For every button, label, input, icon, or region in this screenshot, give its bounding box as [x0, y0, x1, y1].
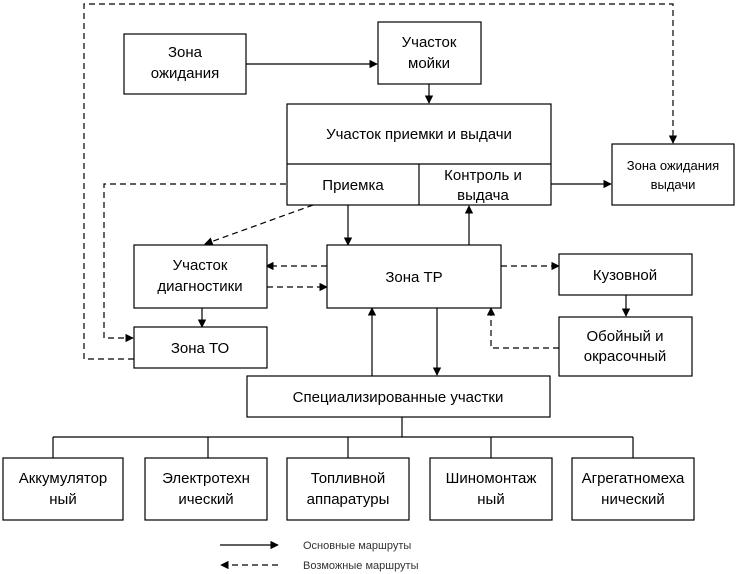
node-specialized: Специализированные участки — [246, 375, 551, 418]
node-upholstery-paint: Обойный и окрасочный — [558, 316, 693, 377]
svg-text:Шиномонтаж: Шиномонтаж — [446, 470, 537, 487]
node-washing: Участок мойки — [377, 21, 482, 85]
arrow-reception-to-diagnostics — [204, 204, 314, 246]
legend-possible-label: Возможные маршруты — [303, 560, 419, 572]
arrow-reception-to-to — [103, 183, 286, 343]
svg-text:Зона: Зона — [168, 44, 203, 61]
svg-text:Участок: Участок — [173, 257, 228, 274]
node-tr-zone: Зона ТР — [326, 244, 502, 309]
legend-main-label: Основные маршруты — [303, 540, 411, 552]
svg-text:Специализированные участки: Специализированные участки — [293, 389, 504, 406]
svg-text:ный: ный — [49, 491, 76, 508]
node-fuel: Топливной аппаратуры — [286, 457, 410, 521]
node-reception-issue: Участок приемки и выдачи — [286, 103, 552, 206]
svg-text:Участок: Участок — [402, 34, 457, 51]
svg-text:мойки: мойки — [408, 55, 450, 72]
svg-text:Аккумулятор: Аккумулятор — [19, 470, 108, 487]
svg-text:Агрегатномеха: Агрегатномеха — [582, 470, 685, 487]
node-tire: Шиномонтаж ный — [429, 457, 553, 521]
svg-text:Зона ТР: Зона ТР — [385, 269, 442, 286]
node-reception: Приемка — [322, 177, 384, 194]
svg-text:Зона ожидания: Зона ожидания — [627, 158, 719, 173]
svg-text:выдачи: выдачи — [651, 177, 696, 192]
svg-text:Кузовной: Кузовной — [593, 267, 657, 284]
node-control-issue: Контроль и выдача — [444, 167, 522, 204]
svg-text:окрасочный: окрасочный — [584, 348, 667, 365]
node-battery: Аккумулятор ный — [2, 457, 124, 521]
svg-text:ожидания: ожидания — [151, 65, 219, 82]
legend: Основные маршруты Возможные маршруты — [220, 540, 419, 572]
node-electrical: Электротехн ический — [144, 457, 268, 521]
svg-text:аппаратуры: аппаратуры — [307, 491, 390, 508]
svg-text:ический: ический — [178, 491, 233, 508]
node-body-shop: Кузовной — [558, 253, 693, 296]
svg-text:нический: нический — [601, 491, 665, 508]
arrow-to-to-issue-waiting — [83, 3, 678, 360]
node-diagnostics: Участок диагностики — [133, 244, 268, 309]
svg-text:ный: ный — [477, 491, 504, 508]
node-issue-waiting: Зона ожидания выдачи — [611, 143, 735, 206]
node-aggregate: Агрегатномеха нический — [571, 457, 695, 521]
node-to-zone: Зона ТО — [133, 326, 268, 369]
svg-text:Участок приемки и выдачи: Участок приемки и выдачи — [326, 126, 512, 143]
svg-text:Топливной: Топливной — [311, 470, 386, 487]
node-waiting-zone: Зона ожидания — [123, 33, 247, 95]
arrow-upholstery-to-tr — [486, 307, 559, 349]
svg-text:Электротехн: Электротехн — [162, 470, 250, 487]
tree-specialized-workshops — [52, 417, 634, 458]
svg-text:Контроль и: Контроль и — [444, 167, 522, 184]
svg-text:Зона ТО: Зона ТО — [171, 340, 229, 357]
svg-text:диагностики: диагностики — [157, 278, 242, 295]
svg-text:выдача: выдача — [457, 187, 509, 204]
svg-text:Обойный и: Обойный и — [587, 328, 664, 345]
